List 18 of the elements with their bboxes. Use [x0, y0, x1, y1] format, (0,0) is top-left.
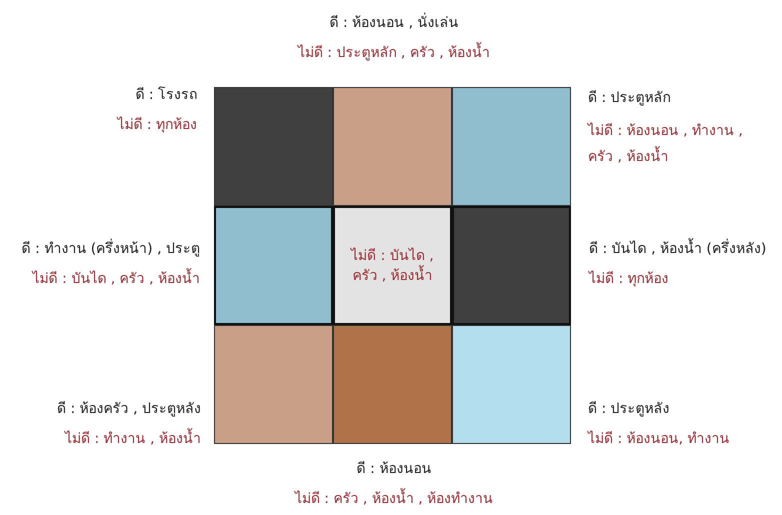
bad-note: ไม่ดี : ทุกห้อง	[589, 270, 669, 289]
bad-note: ไม่ดี : ห้องนอน , ทำงาน , ครัว , ห้องน้ำ	[588, 122, 744, 167]
good-note: ดี : บันได , ห้องน้ำ (ครึ่งหลัง)	[589, 239, 766, 259]
bad-note: ไม่ดี : บันได , ครัว , ห้องน้ำ	[32, 269, 200, 289]
bad-note: ไม่ดี : ทุกห้อง	[117, 116, 197, 135]
bad-note: ไม่ดี : ครัว , ห้องน้ำ , ห้องทำงาน	[194, 489, 594, 509]
bad-note: ไม่ดี : ประตูหลัก , ครัว , ห้องน้ำ	[194, 43, 594, 63]
good-note: ดี : ประตูหลัง	[588, 400, 670, 419]
color-tile	[333, 206, 452, 325]
good-note: ดี : ห้องครัว , ประตูหลัง	[57, 400, 201, 419]
good-note: ดี : ห้องนอน	[356, 460, 432, 479]
bad-note: ไม่ดี : ทำงาน , ห้องน้ำ	[65, 429, 201, 449]
cell-note: ไม่ดี : บันได , ครัว , ห้องน้ำ	[349, 246, 435, 286]
bad-note: ไม่ดี : ห้องนอน, ทำงาน	[588, 430, 730, 449]
good-note: ดี : ประตูหลัก	[588, 89, 671, 108]
good-note: ดี : ห้องนอน , นั่งเล่น	[194, 13, 594, 33]
good-note: ดี : ทำงาน (ครึ่งหน้า) , ประตู	[22, 239, 200, 259]
good-note: ดี : โรงรถ	[135, 86, 197, 105]
